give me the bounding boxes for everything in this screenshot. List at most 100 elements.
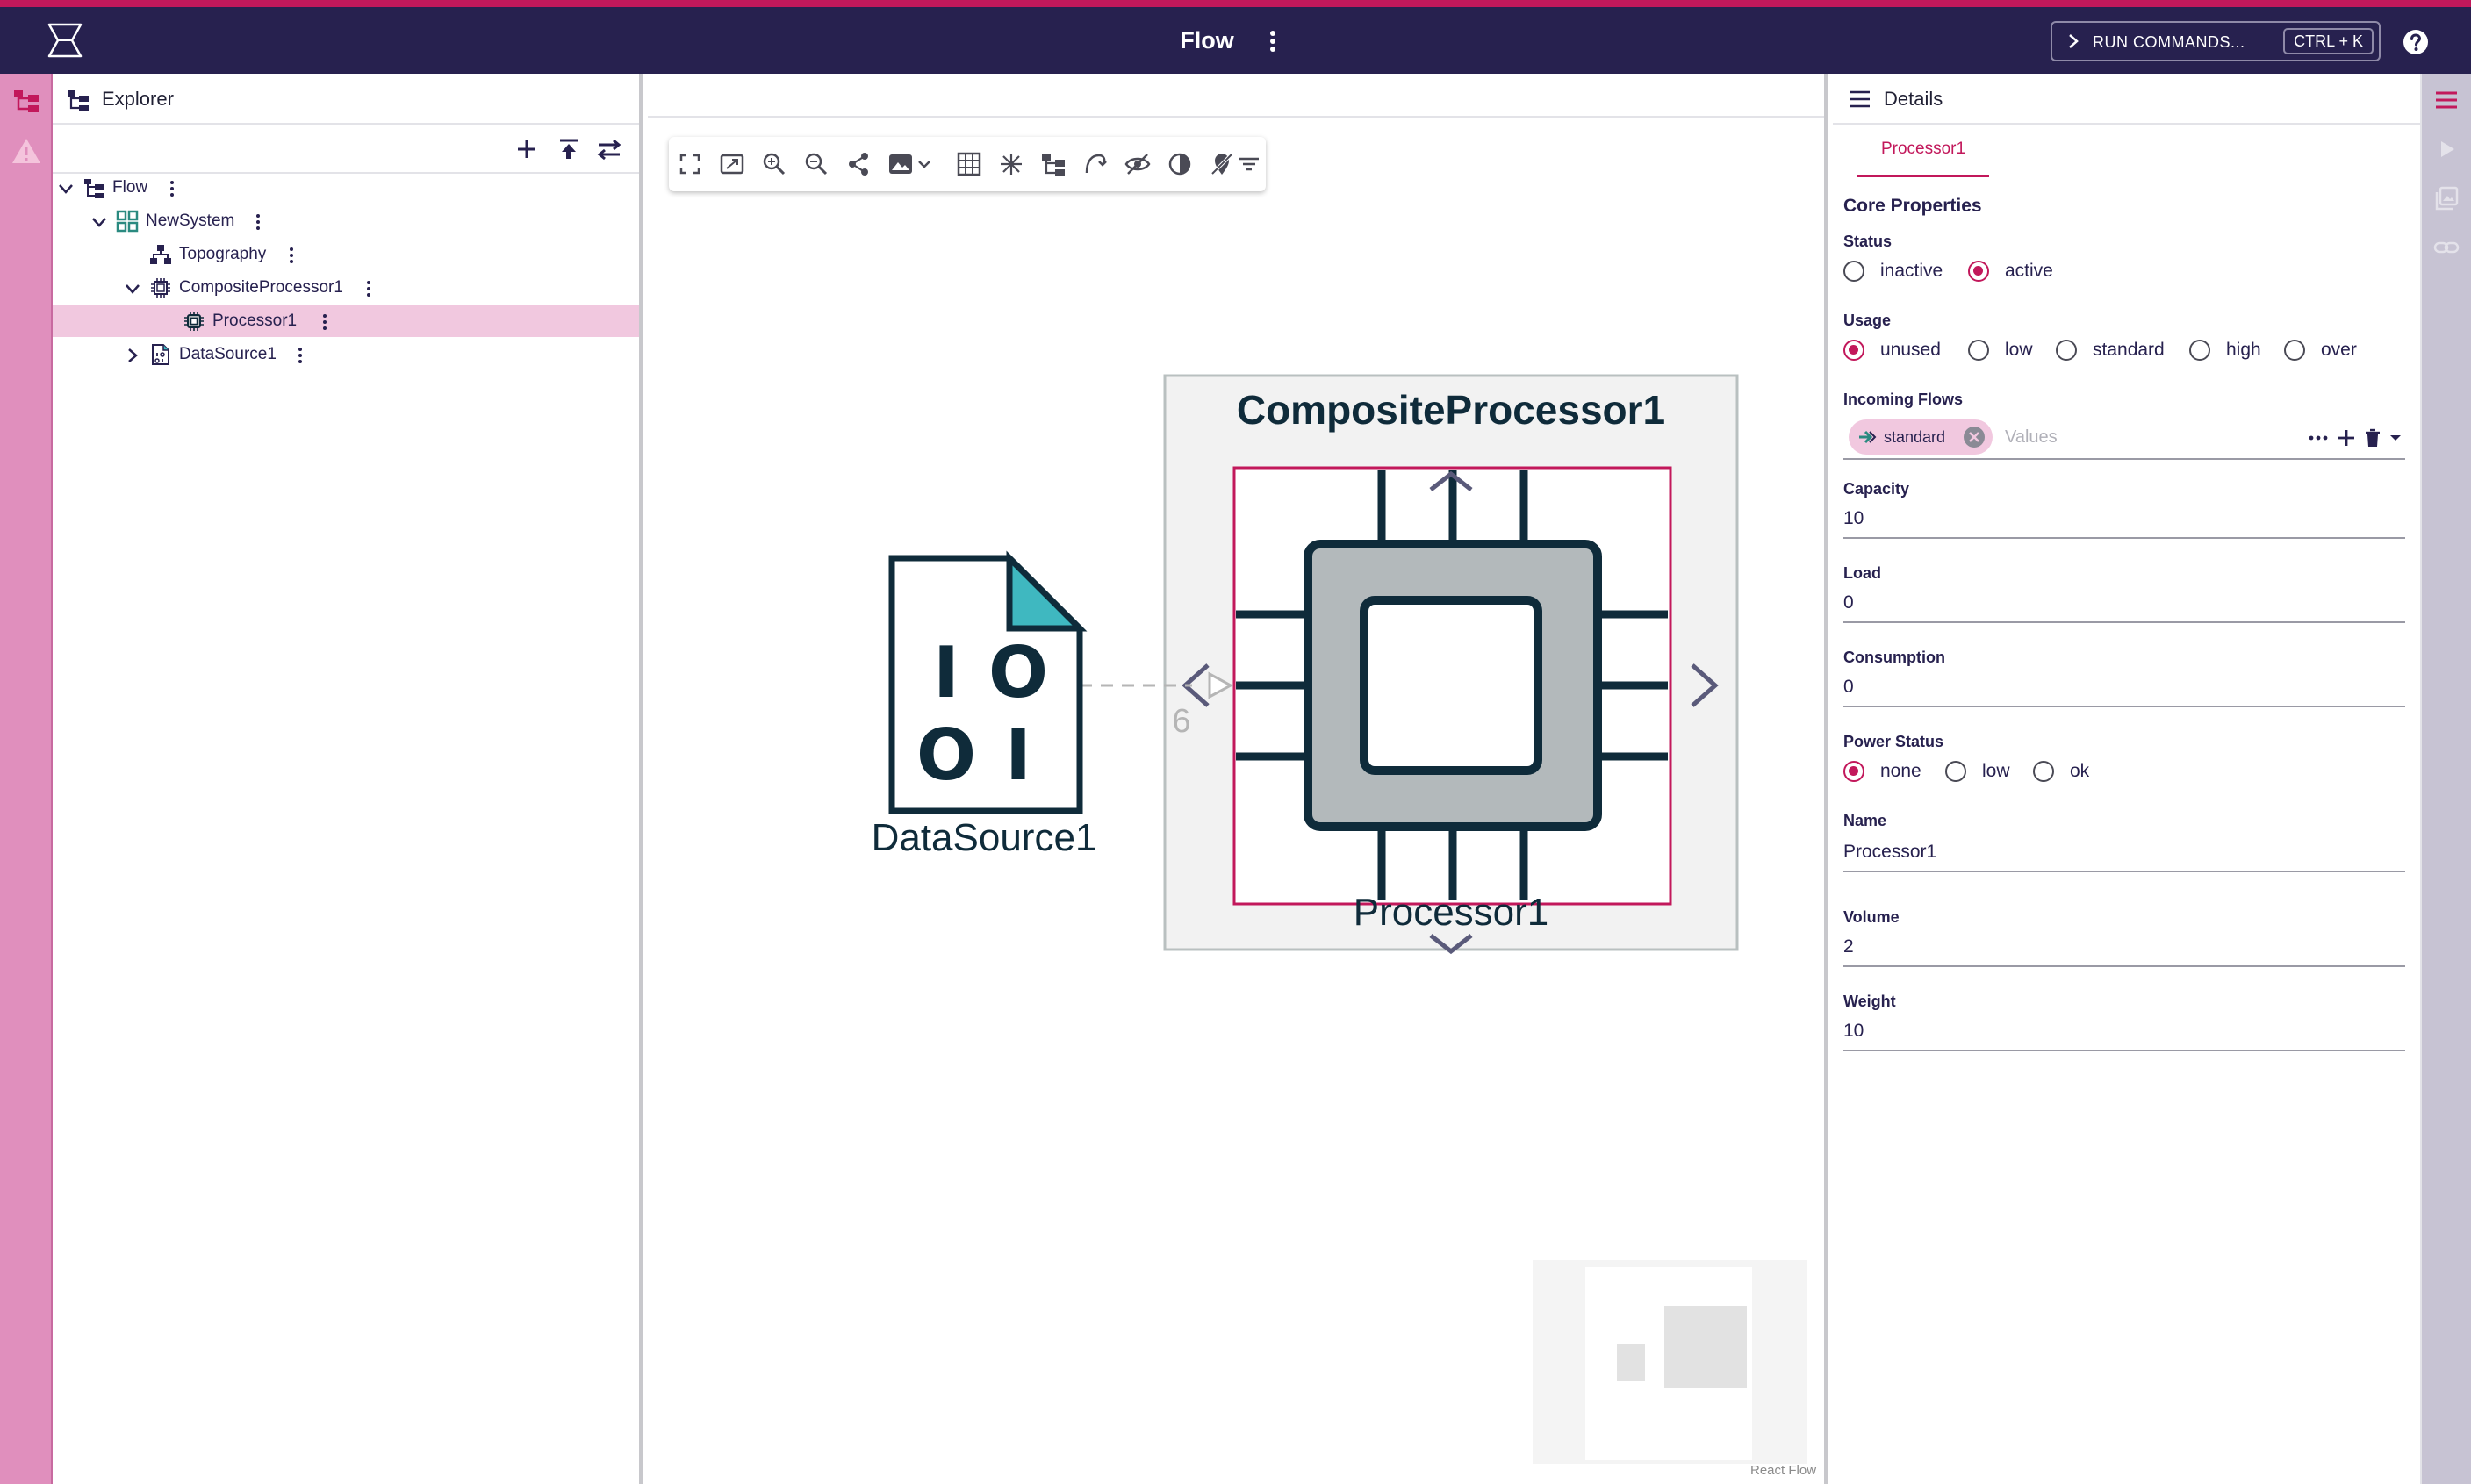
left-rail — [0, 74, 53, 1484]
chevron-down-icon[interactable] — [56, 179, 75, 198]
chip-delete-icon[interactable] — [1963, 426, 1986, 448]
tree-item-processor1[interactable]: Processor1 — [53, 305, 639, 337]
datasource-digit: I — [933, 632, 959, 713]
help-icon[interactable] — [2402, 28, 2430, 56]
processor-core — [1360, 596, 1542, 775]
name-field[interactable]: Processor1 — [1843, 837, 2405, 872]
collapse-all-icon[interactable] — [553, 133, 585, 165]
tab-processor1[interactable]: Processor1 — [1857, 125, 1989, 177]
details-header: Details — [1833, 74, 2420, 125]
more-icon[interactable] — [295, 344, 305, 367]
fit-view-icon[interactable] — [718, 150, 746, 178]
radio-circle — [1843, 761, 1864, 782]
volume-field[interactable]: 2 — [1843, 932, 2405, 967]
add-icon[interactable] — [511, 133, 542, 165]
load-value: 0 — [1843, 592, 1854, 613]
tree-item-newsystem[interactable]: NewSystem — [53, 205, 639, 237]
minimap[interactable] — [1533, 1260, 1807, 1464]
datasource-fold — [1006, 550, 1088, 632]
menu-icon[interactable] — [1849, 88, 1871, 111]
more-icon[interactable] — [167, 177, 177, 200]
flow-arrow-icon — [1859, 430, 1877, 444]
run-commands-button[interactable]: RUN COMMANDS... CTRL + K — [2051, 21, 2381, 61]
hide-icon[interactable] — [1124, 150, 1152, 178]
name-label: Name — [1843, 812, 1887, 829]
more-icon[interactable] — [286, 244, 297, 267]
radio-circle — [1843, 261, 1864, 282]
app-logo-icon[interactable] — [46, 21, 84, 60]
explorer-rail-icon[interactable] — [9, 82, 44, 118]
section-title: Core Properties — [1843, 196, 1982, 216]
swap-icon[interactable] — [593, 133, 625, 165]
capacity-field[interactable]: 10 — [1843, 504, 2405, 539]
datasource-digit: I — [1005, 714, 1031, 796]
details-panel: Details Processor1 Core Properties Statu… — [1833, 74, 2422, 1484]
flow-chip-standard[interactable]: standard — [1849, 419, 1993, 455]
tree-item-compositeprocessor1[interactable]: CompositeProcessor1 — [53, 272, 639, 304]
delete-icon[interactable] — [2361, 427, 2384, 449]
flow-diagram: CompositeProcessor1 Processor1 6 I O O I… — [872, 374, 1739, 955]
handle-top[interactable] — [1429, 470, 1473, 491]
chevron-down-icon[interactable] — [123, 279, 142, 298]
chevron-down-icon[interactable] — [2384, 427, 2407, 449]
explorer-header: Explorer — [53, 74, 639, 125]
flow-canvas[interactable]: CompositeProcessor1 Processor1 6 I O O I… — [648, 74, 1828, 1484]
layout-tree-icon[interactable] — [1039, 150, 1067, 178]
filter-icon[interactable] — [1236, 150, 1262, 178]
handle-bottom[interactable] — [1429, 934, 1473, 955]
chevron-down-icon[interactable] — [915, 150, 934, 178]
explorer-toolbar — [53, 125, 639, 174]
location-off-icon[interactable] — [1208, 150, 1236, 178]
more-horizontal-icon[interactable] — [2307, 427, 2330, 449]
more-icon[interactable] — [320, 311, 330, 333]
datasource-digit: O — [988, 632, 1048, 713]
contrast-icon[interactable] — [1166, 150, 1194, 178]
load-field[interactable]: 0 — [1843, 588, 2405, 623]
volume-value: 2 — [1843, 936, 1854, 957]
radio-label: none — [1880, 761, 1921, 781]
chevron-down-icon[interactable] — [90, 212, 109, 232]
header-accent-line — [0, 0, 2471, 7]
run-commands-shortcut: CTRL + K — [2283, 28, 2374, 54]
title-more-icon[interactable] — [1260, 26, 1286, 56]
weight-field[interactable]: 10 — [1843, 1016, 2405, 1051]
handle-right[interactable] — [1691, 663, 1719, 707]
capacity-value: 10 — [1843, 508, 1864, 528]
chevron-right-icon[interactable] — [123, 346, 142, 365]
details-rail-icon[interactable] — [2432, 86, 2460, 114]
zoom-in-icon[interactable] — [760, 150, 788, 178]
tree-item-label: Flow — [112, 178, 148, 197]
consumption-value: 0 — [1843, 677, 1854, 697]
react-flow-attribution[interactable]: React Flow — [1750, 1463, 1817, 1478]
consumption-field[interactable]: 0 — [1843, 672, 2405, 707]
snap-grid-icon[interactable] — [997, 150, 1025, 178]
incoming-flows-label: Incoming Flows — [1843, 391, 1964, 408]
tree-item-topography[interactable]: Topography — [53, 239, 639, 270]
power-status-radio-group: none low ok — [1843, 758, 2405, 785]
warning-rail-icon[interactable] — [9, 133, 44, 168]
weight-value: 10 — [1843, 1021, 1864, 1041]
layers-icon[interactable] — [2432, 184, 2460, 212]
more-icon[interactable] — [363, 277, 374, 300]
add-icon[interactable] — [2335, 427, 2358, 449]
more-icon[interactable] — [253, 211, 263, 233]
export-image-icon[interactable] — [887, 150, 915, 178]
load-label: Load — [1843, 564, 1881, 582]
incoming-flows-field[interactable]: standard Values — [1843, 414, 2405, 460]
volume-label: Volume — [1843, 908, 1900, 926]
weight-label: Weight — [1843, 993, 1896, 1010]
app-header: Flow RUN COMMANDS... CTRL + K — [0, 7, 2471, 74]
canvas-toolbar — [669, 137, 1266, 191]
processor-node-label: Processor1 — [1354, 891, 1549, 934]
link-icon[interactable] — [2432, 233, 2460, 262]
tree-item-label: Processor1 — [212, 312, 298, 330]
zoom-out-icon[interactable] — [802, 150, 830, 178]
share-icon[interactable] — [844, 150, 873, 178]
fullscreen-icon[interactable] — [676, 150, 704, 178]
tree-item-datasource1[interactable]: DataSource1 — [53, 339, 639, 370]
edge-routing-icon[interactable] — [1081, 150, 1110, 178]
tree-item-flow[interactable]: Flow — [53, 172, 639, 204]
topography-icon — [150, 245, 171, 264]
grid-icon[interactable] — [955, 150, 983, 178]
play-icon[interactable] — [2432, 135, 2460, 163]
